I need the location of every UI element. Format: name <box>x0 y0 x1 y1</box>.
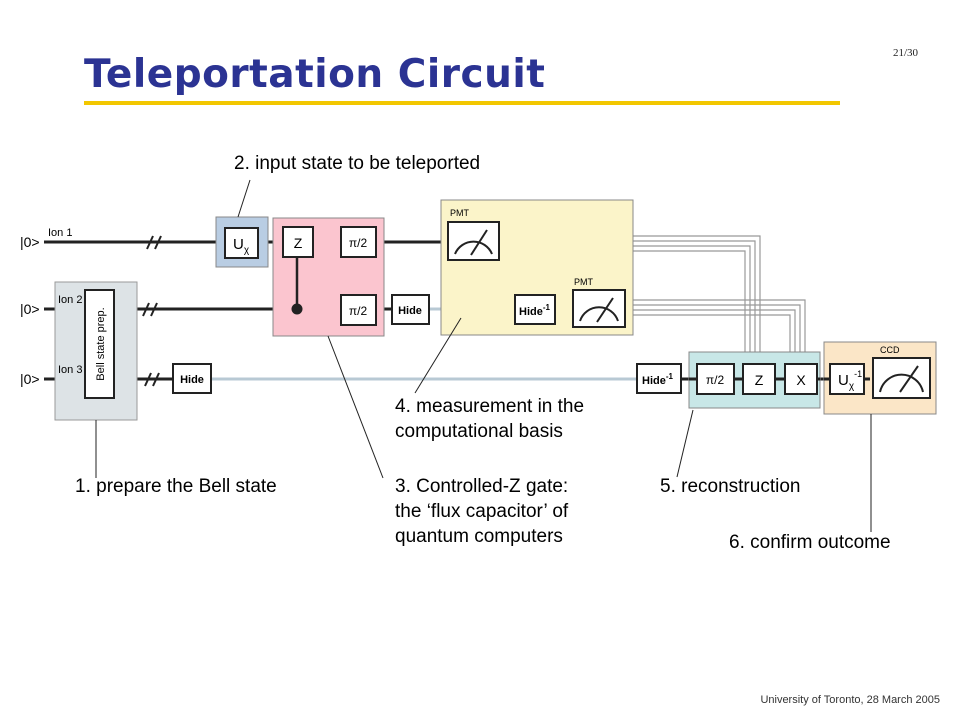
pi-half-gate-ion1 <box>340 226 377 258</box>
callout-step3-line1: 3. Controlled-Z gate: <box>395 476 569 497</box>
ion3-label: Ion 3 <box>58 364 82 376</box>
pmt-label-ion1: PMT <box>450 208 470 218</box>
z-gate-label: Z <box>294 235 303 251</box>
z-correction-gate-label: Z <box>755 372 764 388</box>
title-underline <box>84 101 840 105</box>
control-dot <box>291 303 303 315</box>
input-state-section: Uχ <box>215 216 269 268</box>
bell-prep-label: Bell state prep. <box>95 307 107 380</box>
ccd-meter <box>872 357 931 399</box>
ccd-meter-needle <box>899 365 919 393</box>
ccd-label: CCD <box>880 345 900 355</box>
ion3-input: |0> <box>20 371 40 387</box>
pi-half-gate-ion3 <box>696 363 735 395</box>
z-correction-gate <box>742 363 776 395</box>
callout-step2: 2. input state to be teleported <box>234 153 481 174</box>
leader-step2 <box>237 179 251 218</box>
slide-title: Teleportation Circuit <box>84 52 546 97</box>
pmt-label-ion2: PMT <box>574 277 594 287</box>
wire-break-markers <box>142 235 162 387</box>
pmt-meter-ion1 <box>447 221 500 261</box>
callout-step4: 4. measurement in the computational basi… <box>395 394 584 444</box>
u-chi-gate-label: Uχ <box>233 236 250 256</box>
page-number: 21/30 <box>892 47 918 59</box>
hide-gate-ion3-label: Hide <box>180 374 204 386</box>
ion-inputs: |0> |0> |0> <box>20 234 40 387</box>
hide-gate-ion2-label: Hide <box>398 305 422 317</box>
leader-step4 <box>414 317 462 394</box>
leader-step3 <box>327 335 384 479</box>
pmt-meter-ion2-needle <box>596 297 614 323</box>
callout-step3: 3. Controlled-Z gate: the ‘flux capacito… <box>395 474 568 549</box>
controlled-z-section: Z π/2 π/2 <box>272 217 385 337</box>
bell-prep-section: Bell state prep. <box>54 281 138 421</box>
pi-half-gate-ion3-label: π/2 <box>706 373 725 387</box>
reconstruction-section: π/2 Z X <box>688 351 821 409</box>
callout-step1: 1. prepare the Bell state <box>75 476 277 497</box>
callout-step4-line1: 4. measurement in the <box>395 396 585 417</box>
pi-half-gate-ion2-label: π/2 <box>349 304 368 318</box>
pmt-meter-ion2-arc <box>579 306 619 322</box>
u-chi-verify-gate-label: Uχ-1 <box>838 369 862 392</box>
confirm-section: CCD Uχ-1 <box>823 341 937 415</box>
pi-half-gate-ion2 <box>340 294 377 326</box>
callout-step6: 6. confirm outcome <box>729 532 891 553</box>
ion1-label: Ion 1 <box>48 227 72 239</box>
x-correction-gate-label: X <box>796 372 806 388</box>
hide-inverse-gate-ion3-label: Hide-1 <box>642 372 674 387</box>
callout-step3-line2: the ‘flux capacitor’ of <box>395 501 569 522</box>
u-chi-verify-gate <box>829 363 865 395</box>
leader-step5 <box>676 409 694 478</box>
pmt-meter-ion2 <box>572 289 626 328</box>
hide-gate-ion2 <box>391 294 430 325</box>
pmt-meter-ion1-arc <box>454 240 493 255</box>
ccd-meter-arc <box>879 373 924 393</box>
slide-footer: University of Toronto, 28 March 2005 <box>760 694 940 706</box>
ion2-input: |0> <box>20 301 40 317</box>
measurement-section: PMT Hide-1 PMT <box>440 199 634 336</box>
u-chi-gate <box>224 227 259 259</box>
ion1-input: |0> <box>20 234 40 250</box>
bell-prep-gate <box>84 289 115 399</box>
hide-inverse-gate-ion3 <box>636 363 682 394</box>
ion2-label: Ion 2 <box>58 294 82 306</box>
x-correction-gate <box>784 363 818 395</box>
z-gate <box>282 226 314 258</box>
hide-inverse-gate-ion2-label: Hide-1 <box>519 303 551 318</box>
hide-gate-ion3 <box>172 363 212 394</box>
callout-step3-line3: quantum computers <box>395 526 563 547</box>
callout-leaders <box>95 179 872 532</box>
pi-half-gate-ion1-label: π/2 <box>349 236 368 250</box>
callout-step5: 5. reconstruction <box>660 476 801 497</box>
callout-step4-line2: computational basis <box>395 421 563 442</box>
pmt-meter-ion1-needle <box>470 229 488 256</box>
hide-inverse-gate-ion2 <box>514 294 556 325</box>
